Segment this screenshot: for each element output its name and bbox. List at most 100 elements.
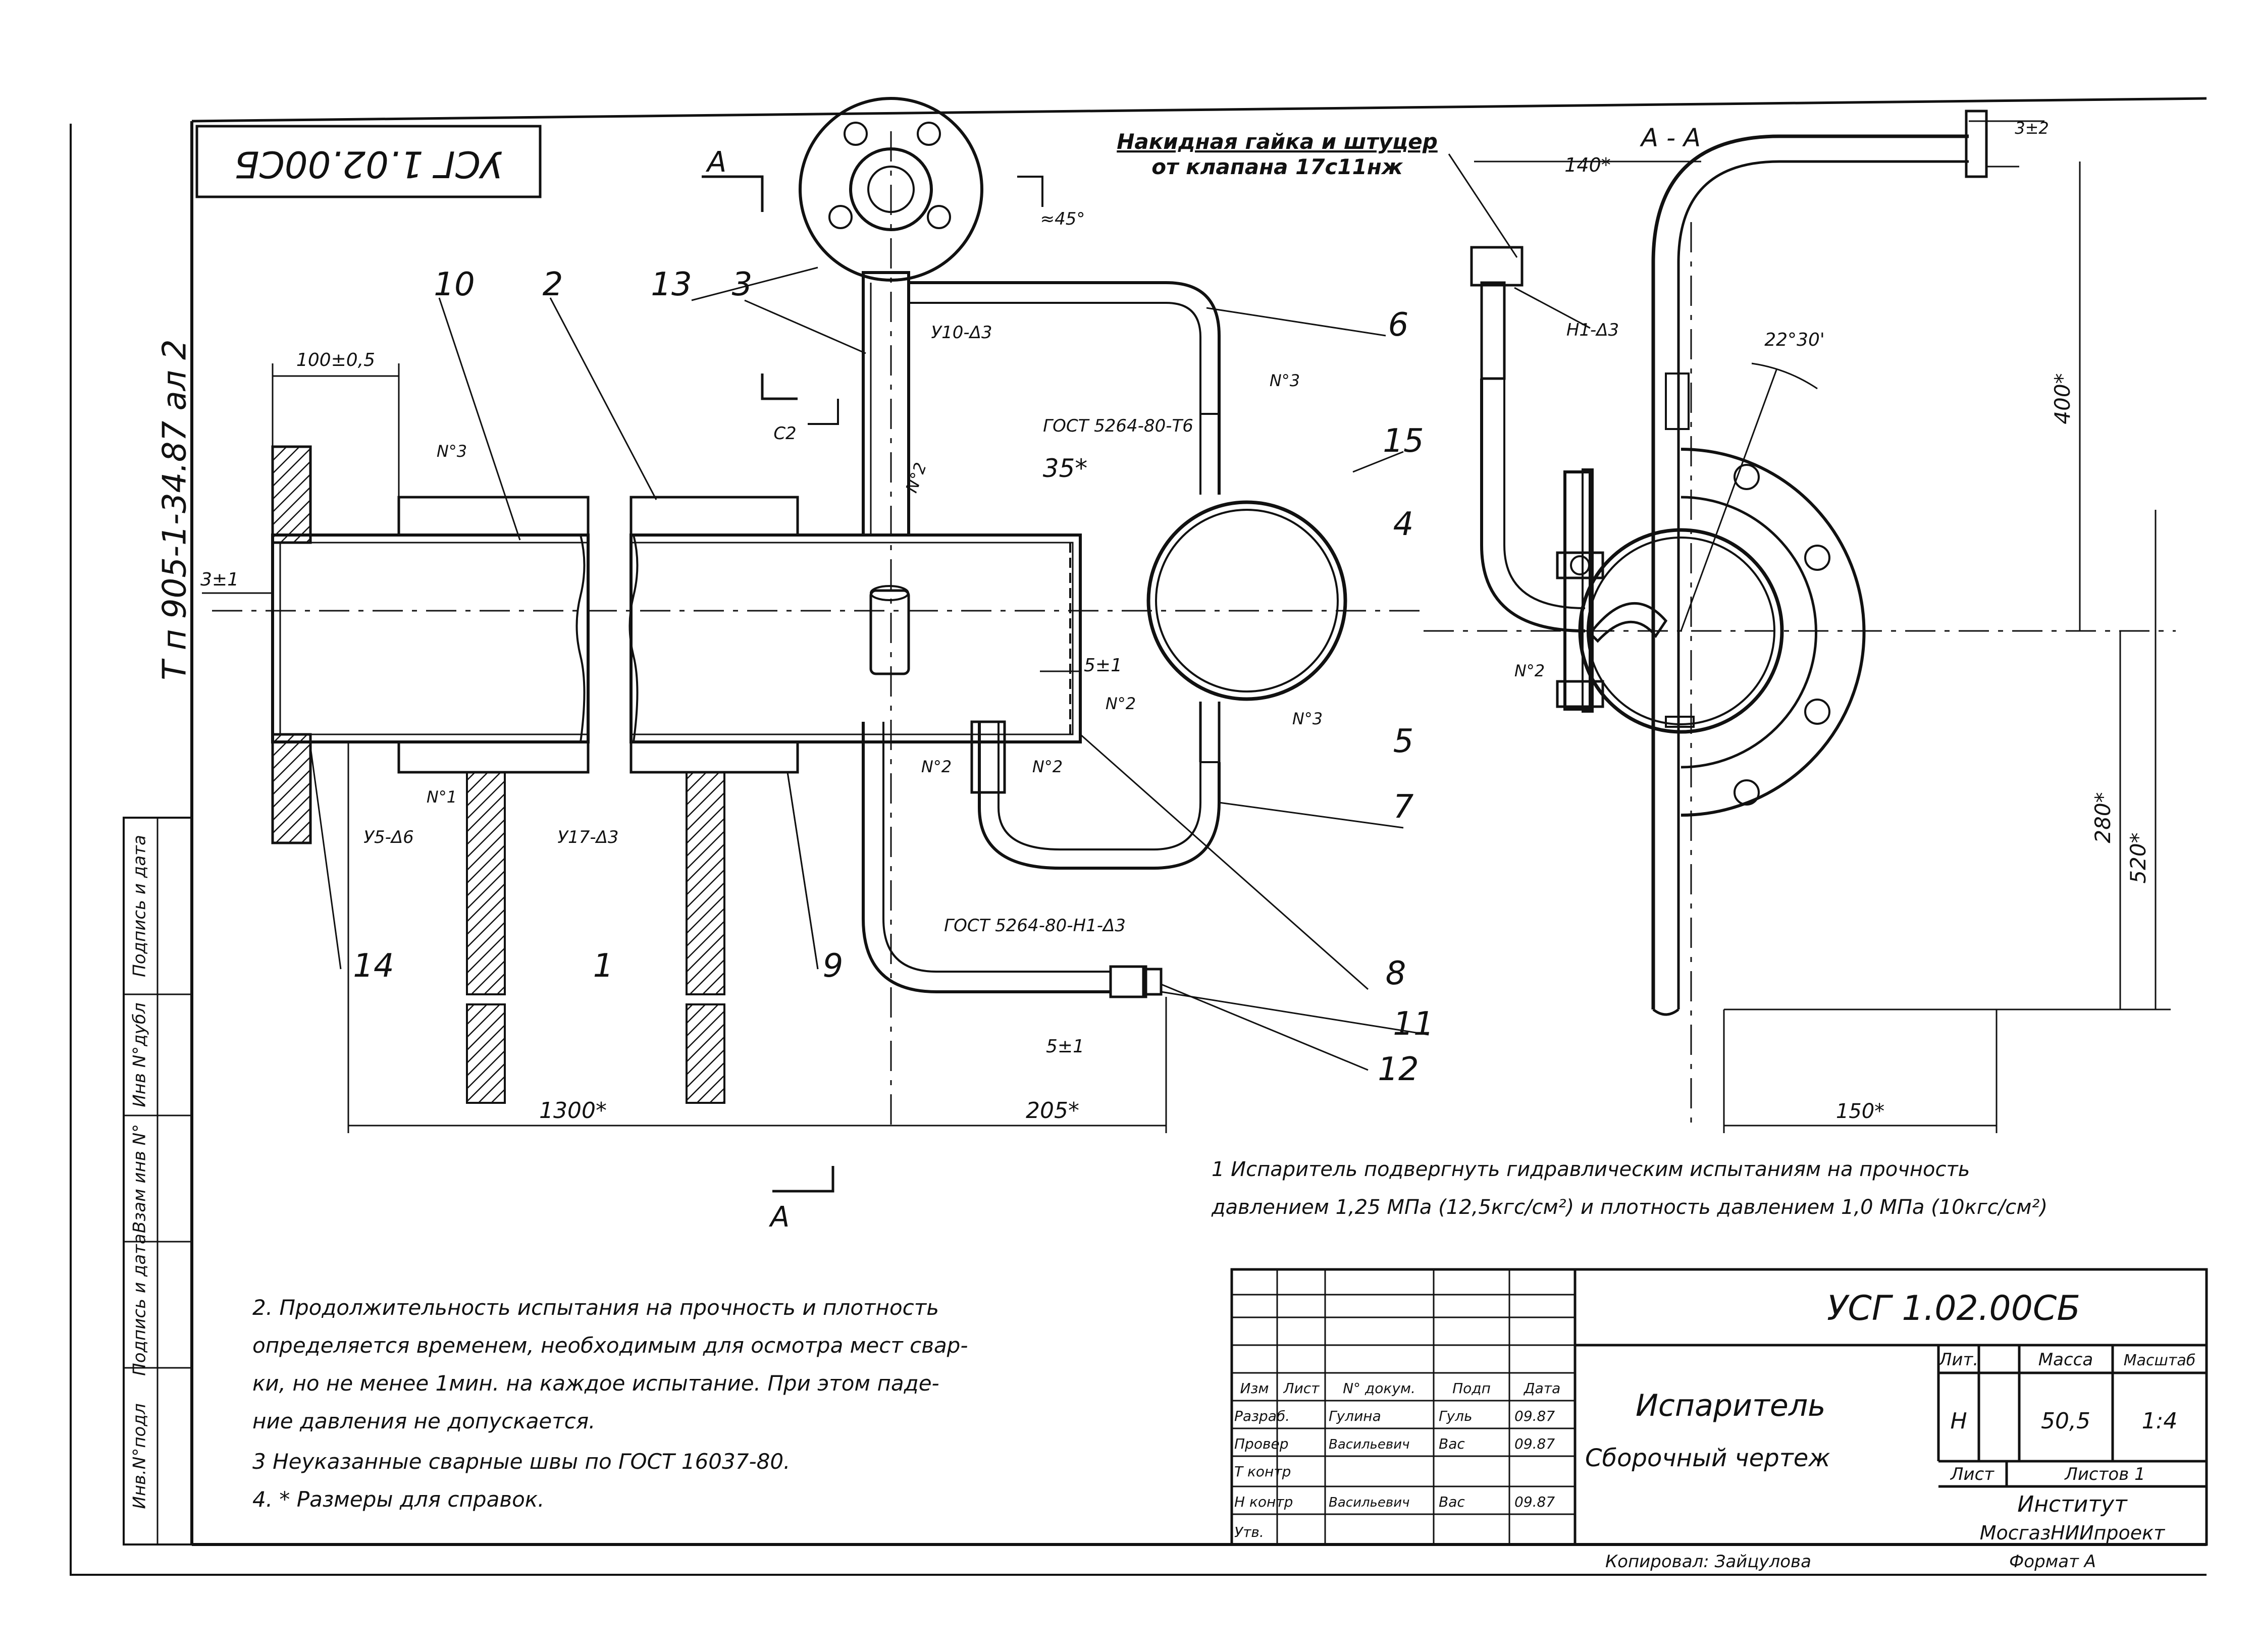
col-podp: Подп	[1452, 1380, 1491, 1397]
weld-y17: У17-Δ3	[557, 827, 618, 847]
side-dim-400: 400*	[2050, 373, 2075, 424]
side-view-labels: А - А 140* 3±2 22°30' 400* 280* 520* 150…	[1514, 119, 2150, 1123]
stamp-code-rotated: УСГ 1.02.00СБ	[234, 143, 503, 185]
side-dim-3: 3±2	[2015, 119, 2049, 138]
section-a-top: А	[706, 146, 726, 179]
side-view	[1424, 110, 2176, 1133]
copied-by: Копировал: Зайцулова	[1605, 1552, 1811, 1572]
col-data: Дата	[1523, 1380, 1561, 1397]
section-title: А - А	[1640, 123, 1701, 152]
row-utv: Утв.	[1234, 1524, 1264, 1540]
name-razrab: Гулина	[1329, 1408, 1381, 1424]
weld-n3c: N°3	[1292, 709, 1323, 728]
callout-9: 9	[823, 947, 844, 985]
callout-7: 7	[1393, 788, 1414, 826]
side-dim-280: 280*	[2090, 792, 2115, 843]
note1-line1: 1 Испаритель подвергнуть гидравлическим …	[1212, 1158, 1970, 1181]
strip-label-3: Взам инв N°	[130, 1124, 150, 1233]
callout-4: 4	[1393, 506, 1414, 543]
dim-205: 205*	[1026, 1098, 1079, 1124]
callout-8: 8	[1386, 955, 1406, 992]
weld-n1: N°1	[427, 787, 457, 807]
name-nkontr: Васильевич	[1329, 1495, 1409, 1510]
strip-label-2: Подпись и дата	[130, 1234, 150, 1376]
sign-razrab: Гуль	[1439, 1408, 1473, 1424]
callout-1: 1	[593, 947, 614, 985]
date-prover: 09.87	[1514, 1435, 1555, 1452]
org-line2: МосгазНИИпроект	[1980, 1522, 2166, 1544]
callout-14: 14	[353, 947, 394, 985]
callout-11: 11	[1393, 1005, 1434, 1043]
strip-label-4: Инв N°дубл	[130, 1002, 150, 1107]
technical-notes: 1 Испаритель подвергнуть гидравлическим …	[252, 1158, 2048, 1512]
row-razrab: Разраб.	[1234, 1408, 1290, 1424]
callout-13: 13	[651, 266, 692, 303]
mass-value: 50,5	[2041, 1408, 2090, 1434]
side-angle: 22°30'	[1764, 330, 1825, 350]
section-a-bottom: А	[769, 1201, 790, 1234]
note2-line2: определяется временем, необходимым для о…	[252, 1333, 968, 1358]
note2-line1: 2. Продолжительность испытания на прочно…	[252, 1295, 939, 1320]
dim-35: 35*	[1043, 454, 1088, 483]
row-tkontr: Т контр	[1234, 1463, 1291, 1480]
nut-note-line2: от клапана 17с11нж	[1151, 154, 1403, 179]
doc-code: УСГ 1.02.00СБ	[1827, 1289, 2080, 1328]
date-nkontr: 09.87	[1514, 1494, 1555, 1510]
dim-3: 3±1	[200, 569, 239, 590]
angle-45: ≈45°	[1040, 209, 1085, 229]
side-weld-h1: Н1-Δ3	[1566, 320, 1619, 340]
dim-100: 100±0,5	[296, 350, 375, 370]
note2-line3: ки, но не менее 1мин. на каждое испытани…	[252, 1371, 939, 1396]
weld-y5: У5-Δ6	[363, 827, 414, 847]
note4: 4. * Размеры для справок.	[252, 1487, 544, 1512]
dim-5: 5±1	[1084, 655, 1122, 676]
note1-line2: давлением 1,25 МПа (12,5кгс/см²) и плотн…	[1211, 1196, 2048, 1219]
weld-y10: У10-Δ3	[931, 323, 992, 343]
sign-prover: Вас	[1439, 1435, 1465, 1452]
sheets-label: Листов 1	[2064, 1464, 2145, 1484]
lit-label: Лит.	[1938, 1350, 1978, 1370]
name-prover: Васильевич	[1329, 1437, 1409, 1452]
col-doc: N° докум.	[1343, 1380, 1415, 1397]
side-dim-520: 520*	[2126, 832, 2150, 883]
dim-5b: 5±1	[1046, 1036, 1084, 1057]
weld-n2c: N°2	[921, 757, 952, 776]
row-nkontr: Н контр	[1234, 1494, 1293, 1510]
note2-line4: ние давления не допускается.	[252, 1409, 595, 1433]
mass-label: Масса	[2038, 1350, 2093, 1370]
side-dim-140: 140*	[1564, 154, 1611, 176]
lit-value: Н	[1950, 1408, 1967, 1434]
callout-15: 15	[1383, 422, 1424, 460]
strip-label-1: Инв.N°подл	[130, 1403, 150, 1509]
note3: 3 Неуказанные сварные швы по ГОСТ 16037-…	[252, 1449, 790, 1474]
weld-n3b: N°3	[1270, 371, 1300, 390]
dim-1300: 1300*	[539, 1098, 607, 1124]
series-rotated: Т п 905-1-34.87 ал 2	[156, 339, 194, 680]
sheet-label: Лист	[1950, 1464, 1994, 1484]
weld-n2a: N°2	[902, 460, 930, 495]
title-block: УСГ 1.02.00СБ Испаритель Сборочный черте…	[1230, 1268, 2208, 1572]
col-izm: Изм	[1240, 1380, 1269, 1397]
side-strip: Инв.N°подл Подпись и дата Взам инв N° Ин…	[123, 817, 193, 1546]
callout-5: 5	[1393, 723, 1414, 760]
side-weld-n2: N°2	[1514, 661, 1545, 680]
weld-c2: С2	[773, 423, 796, 444]
weld-n2b: N°2	[1106, 694, 1136, 713]
rotated-stamp: УСГ 1.02.00СБ Т п 905-1-34.87 ал 2	[156, 125, 542, 680]
front-view-labels: 10 2 13 3 6 15 4 5 7 8 11 12 14 1 9 100±…	[200, 129, 1438, 1234]
nut-note-line1: Накидная гайка и штуцер	[1117, 129, 1438, 154]
col-list: Лист	[1283, 1380, 1320, 1397]
scale-label: Масштаб	[2124, 1352, 2196, 1369]
strip-label-5: Подпись и дата	[130, 835, 150, 977]
callout-10: 10	[434, 266, 475, 303]
side-dim-150: 150*	[1836, 1100, 1884, 1123]
weld-n2d: N°2	[1032, 757, 1063, 776]
callout-2: 2	[543, 266, 563, 303]
scale-value: 1:4	[2142, 1408, 2178, 1434]
front-view	[202, 97, 1429, 1193]
weld-gost-t6: ГОСТ 5264-80-Т6	[1043, 416, 1193, 436]
product-subtitle: Сборочный чертеж	[1585, 1444, 1830, 1472]
callout-6: 6	[1388, 306, 1409, 344]
row-prover: Провер	[1234, 1435, 1288, 1452]
